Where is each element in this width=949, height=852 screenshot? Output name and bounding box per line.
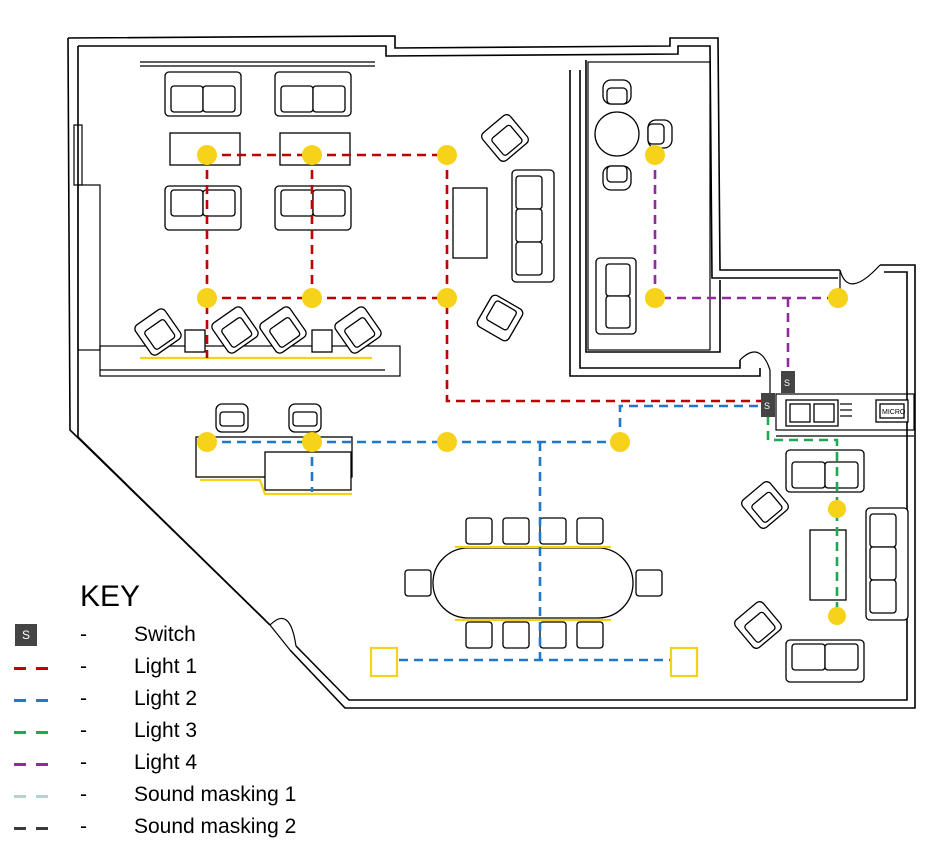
cafe-chair — [647, 119, 673, 149]
square-fixture — [369, 646, 399, 678]
bar-stool — [288, 403, 322, 433]
legend-label: Light 3 — [134, 719, 198, 742]
legend-title: KEY — [80, 580, 141, 613]
legend-label: Switch — [134, 623, 196, 646]
switch: S — [781, 371, 795, 393]
legend-swatch — [14, 827, 50, 830]
light-fixture — [437, 145, 457, 165]
legend-swatch — [14, 731, 50, 734]
switch-symbol: S — [764, 401, 770, 411]
legend-label: Sound masking 1 — [134, 783, 297, 806]
cafe-chair — [602, 165, 632, 191]
square-fixture — [669, 646, 699, 678]
light-fixture — [645, 288, 665, 308]
dining-chair-right — [635, 569, 663, 597]
microwave: MICRO — [875, 399, 909, 423]
armchair — [334, 306, 382, 354]
switch: S — [761, 393, 775, 417]
light-fixture — [302, 288, 322, 308]
legend-label: Light 1 — [134, 655, 198, 678]
dining-chairs-bottom — [465, 621, 604, 649]
light-fixture — [645, 145, 665, 165]
light-fixture — [437, 288, 457, 308]
light-fixture — [437, 432, 457, 452]
sofa — [785, 639, 865, 683]
legend-label: Sound masking 2 — [134, 815, 297, 838]
inner-walls — [77, 60, 915, 437]
side-table — [311, 329, 333, 353]
light-fixture — [197, 432, 217, 452]
dining-chair-left — [404, 569, 432, 597]
armchair — [259, 306, 307, 354]
legend-row-light-2: - Light 2 — [0, 684, 340, 714]
light-fixture — [610, 432, 630, 452]
legend-separator: - — [80, 719, 87, 742]
light-fixture — [828, 288, 848, 308]
legend-row-sound-masking-1: - Sound masking 1 — [0, 780, 340, 810]
armchair — [734, 601, 782, 649]
light-fixture — [302, 432, 322, 452]
bar-unit — [264, 451, 352, 491]
sofa — [785, 449, 865, 493]
legend-row-light-3: - Light 3 — [0, 716, 340, 746]
dining-chairs-top — [465, 517, 604, 545]
armchair — [476, 294, 524, 342]
sofa — [274, 71, 352, 117]
legend-label: Light 2 — [134, 687, 198, 710]
legend-separator: - — [80, 655, 87, 678]
armchair — [481, 114, 529, 162]
legend-swatch — [14, 763, 50, 766]
sofa — [164, 71, 242, 117]
microwave-label: MICRO — [882, 409, 906, 416]
armchair — [134, 308, 182, 356]
light-fixture — [197, 288, 217, 308]
armchair — [211, 306, 259, 354]
switch-icon: S — [15, 624, 37, 646]
light-1-circuit — [205, 153, 768, 403]
light-fixture — [828, 500, 846, 518]
bar-stool — [215, 403, 249, 433]
furniture: MICRO — [134, 71, 909, 683]
legend-row-sound-masking-2: - Sound masking 2 — [0, 812, 340, 842]
legend-row-light-4: - Light 4 — [0, 748, 340, 778]
legend-separator: - — [80, 623, 87, 646]
legend: KEY S - Switch - Light 1 - Light 2 - Lig… — [0, 580, 340, 850]
legend-separator: - — [80, 751, 87, 774]
cafe-chair — [602, 79, 632, 105]
legend-row-light-1: - Light 1 — [0, 652, 340, 682]
light-fixtures — [197, 145, 848, 678]
light-3-circuit — [766, 416, 839, 616]
legend-swatch — [14, 667, 50, 670]
sofa — [865, 507, 909, 621]
legend-separator: - — [80, 783, 87, 806]
side-table — [184, 329, 206, 353]
round-table — [594, 111, 640, 157]
legend-label: Light 4 — [134, 751, 198, 774]
coffee-table — [452, 187, 488, 259]
light-fixture — [302, 145, 322, 165]
sofa — [164, 185, 242, 231]
legend-separator: - — [80, 815, 87, 838]
legend-swatch — [14, 699, 50, 702]
light-4-circuit — [653, 155, 838, 376]
legend-separator: - — [80, 687, 87, 710]
legend-swatch — [14, 795, 50, 798]
dining-table — [432, 547, 634, 619]
sofa — [511, 169, 555, 283]
kitchen-sink — [785, 399, 852, 427]
legend-row-switch: S - Switch — [0, 620, 340, 650]
sofa — [595, 257, 637, 335]
coffee-table — [809, 529, 847, 601]
light-fixture — [828, 607, 846, 625]
switch-symbol: S — [784, 378, 790, 388]
armchair — [741, 481, 789, 529]
light-fixture — [197, 145, 217, 165]
